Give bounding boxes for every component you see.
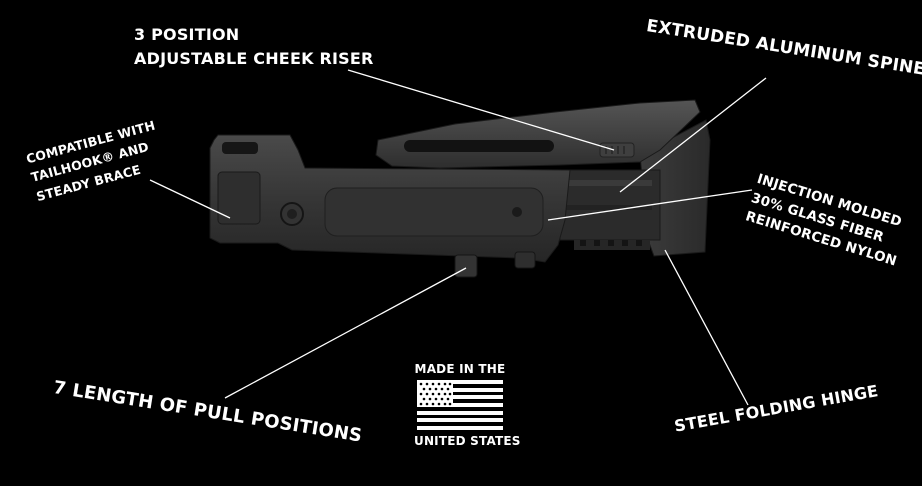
made-in-bottom-text: UNITED STATES — [414, 434, 521, 448]
callout-cheek-riser: 3 POSITION ADJUSTABLE CHEEK RISER — [134, 25, 374, 68]
cheek-riser-slot — [404, 140, 554, 152]
us-flag-icon — [417, 380, 503, 430]
picatinny-rail — [574, 240, 650, 250]
callout-lines — [149, 69, 767, 406]
line-compat — [149, 179, 231, 219]
lop-lever — [454, 254, 478, 278]
riser-adjust-button — [599, 142, 635, 158]
made-in-usa-badge: MADE IN THE UNITED STATES — [414, 362, 521, 448]
line-cheek — [347, 69, 615, 151]
body-panel — [324, 187, 544, 237]
line-pull — [224, 267, 467, 399]
line-nylon — [547, 189, 753, 221]
line-spine — [619, 77, 767, 193]
made-in-top-text: MADE IN THE — [414, 362, 506, 376]
line-hinge — [664, 249, 749, 406]
